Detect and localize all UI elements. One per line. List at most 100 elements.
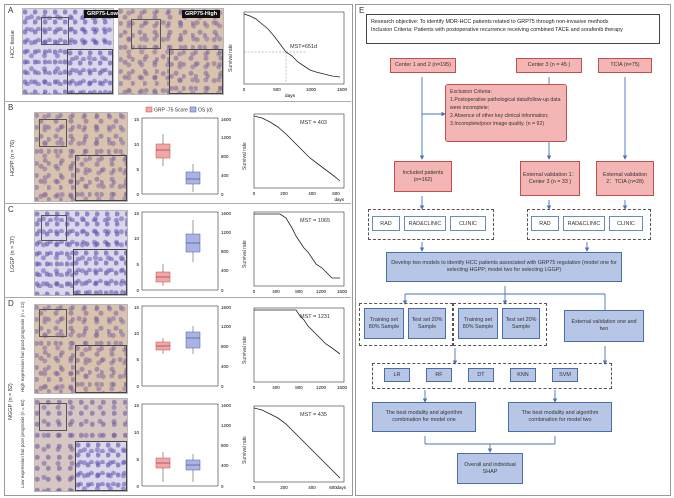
clinic-left: CLINIC (450, 216, 486, 231)
c-lt-1: 5 (136, 262, 139, 267)
d1-rt-1: 400 (221, 364, 229, 369)
km-mst-c: MST = 1065 (300, 218, 330, 224)
d2-rt-0: 0 (221, 484, 224, 489)
km-chart-b: MST = 403 Survival rate 0 200 400 600 da… (242, 113, 345, 202)
b-lt-1: 5 (136, 167, 139, 172)
center12-box: Center 1 and 2 (n=195) (390, 58, 456, 73)
modality-group-right (527, 209, 651, 240)
km-xtick-a-2: 1000 (306, 87, 317, 92)
km-xtick-d1-0: 0 (253, 385, 256, 390)
km-xtick-d2-3: 600 (329, 485, 337, 490)
b-rt-2: 800 (221, 154, 229, 159)
km-ylabel-a: Survival rate (228, 44, 234, 72)
histology-d-top (34, 304, 128, 394)
km-mst-d-top: MST = 1231 (300, 314, 330, 320)
km-xtick-c-3: 1200 (316, 289, 327, 294)
best1-box: The best modality and algorithm combinat… (372, 402, 476, 432)
km-curve-d-top (254, 309, 341, 355)
d2-rt-4: 1600 (221, 403, 232, 408)
b-lt-2: 10 (134, 142, 140, 147)
d1-lt-1: 5 (136, 357, 139, 362)
km-ylabel-d-bottom: Survival rate (242, 436, 248, 464)
km-xtick-c-2: 800 (295, 289, 303, 294)
rad-left: RAD (372, 216, 400, 231)
histology-d-bottom (34, 398, 128, 492)
b-rt-4: 1600 (221, 117, 232, 122)
badge-low: GRP75-Low (84, 10, 121, 18)
panel-label-a: A (8, 6, 14, 15)
modality-group-left (368, 209, 494, 240)
d2-lt-1: 5 (136, 457, 139, 462)
km-mst-a: MST=651d (290, 44, 317, 50)
d1-lt-2: 10 (134, 331, 140, 336)
km-xtick-c-0: 0 (253, 289, 256, 294)
km-mst-d-bottom: MST = 435 (300, 412, 327, 418)
d1-rt-4: 1600 (221, 305, 232, 310)
side-label-a: HCC tissue (10, 30, 16, 58)
shap-box: Overall and individual SHAP (457, 453, 523, 484)
ext2-box: External validation 2：TCIA (n=28) (596, 161, 654, 196)
km-curve-a (243, 13, 341, 78)
km-xtick-b-1: 200 (280, 191, 288, 196)
algo-rf: RF (426, 368, 452, 382)
d1-lt-3: 15 (134, 305, 140, 310)
b-lt-0: 0 (136, 192, 139, 197)
test-a-box: Test set 20% Sample (408, 308, 446, 339)
d2-lt-3: 15 (134, 403, 140, 408)
histology-a-low (22, 8, 114, 95)
c-rt-3: 1200 (221, 230, 232, 235)
algo-svm: SVM (552, 368, 578, 382)
km-xtick-b-2: 400 (308, 191, 316, 196)
c-lt-2: 10 (134, 236, 140, 241)
d2-rt-2: 800 (221, 443, 229, 448)
km-chart-d-top: MST = 1231 Survival rate 0 400 800 1200 … (242, 307, 348, 390)
panel-label-d: D (8, 299, 14, 308)
histology-c (34, 210, 128, 296)
boxplot-d-top: 0 5 10 15 0 400 800 1200 1600 (134, 305, 232, 389)
km-xlabel-b: days (334, 197, 344, 202)
km-chart-d-bottom: MST = 435 Survival rate 0 200 400 600 da… (242, 405, 347, 490)
c-rt-2: 800 (221, 249, 229, 254)
km-xlabel-a: days (285, 93, 296, 98)
train-b-box: Training set 80% Sample (458, 308, 498, 339)
km-xtick-d2-1: 200 (280, 485, 288, 490)
km-chart-c: MST = 1065 Survival rate 0 400 800 1200 … (242, 211, 348, 294)
exclusion-1: 1.Postoperative pathological data/follow… (450, 97, 561, 112)
km-xtick-c-1: 400 (272, 289, 280, 294)
legend-os: OS (d) (198, 108, 213, 114)
exclusion-box: Exclusion Criteria: 1.Postoperative path… (445, 84, 567, 142)
b-rt-0: 0 (221, 192, 224, 197)
test-b-box: Test set 20% Sample (502, 308, 540, 339)
histology-b (34, 112, 128, 202)
objective-text: Research objective: To identify MDR-HCC … (371, 19, 609, 25)
algo-dt: DT (468, 368, 494, 382)
km-ylabel-b: Survival rate (242, 142, 248, 170)
km-chart-a: MST=651d Survival rate 0 500 1000 1500 d… (228, 11, 348, 98)
km-mst-b: MST = 403 (300, 120, 327, 126)
side-label-d-top: High expression but good prognosis (n = … (20, 301, 25, 392)
side-label-d-bottom: Low expression but poor prognosis (n = 6… (20, 399, 25, 488)
d1-rt-3: 1200 (221, 324, 232, 329)
d2-rt-3: 1200 (221, 423, 232, 428)
km-xtick-d1-4: 1600 (337, 385, 348, 390)
objective-box: Research objective: To identify MDR-HCC … (366, 14, 660, 44)
clinic-right: CLINIC (609, 216, 643, 231)
boxplot-c: 0 5 10 15 0 400 800 1200 1600 (134, 211, 232, 293)
d1-lt-0: 0 (136, 384, 139, 389)
criteria-text: Inclusion Criteria: Patients with postop… (371, 27, 623, 34)
km-ylabel-c: Survival rate (242, 240, 248, 268)
exclusion-3: 3.Incomplete/poor image quality. (n = 92… (450, 121, 545, 128)
km-xtick-d1-2: 800 (295, 385, 303, 390)
km-xtick-a-0: 0 (243, 87, 246, 92)
panel-label-c: C (8, 205, 14, 214)
badge-high: GRP75-High (182, 10, 221, 18)
exclusion-title: Exclusion Criteria: (450, 89, 492, 95)
km-xtick-a-3: 1500 (337, 87, 348, 92)
km-xtick-c-4: 1600 (337, 289, 348, 294)
boxplot-d-bottom: 0 5 10 15 0 400 800 1200 1600 (134, 403, 232, 489)
c-rt-1: 400 (221, 268, 229, 273)
ext-both-box: External validation one and two (564, 310, 644, 342)
km-xtick-b-3: 600 (332, 191, 340, 196)
d2-lt-2: 10 (134, 430, 140, 435)
develop-box: Develop two models to identify HCC patie… (386, 252, 622, 282)
